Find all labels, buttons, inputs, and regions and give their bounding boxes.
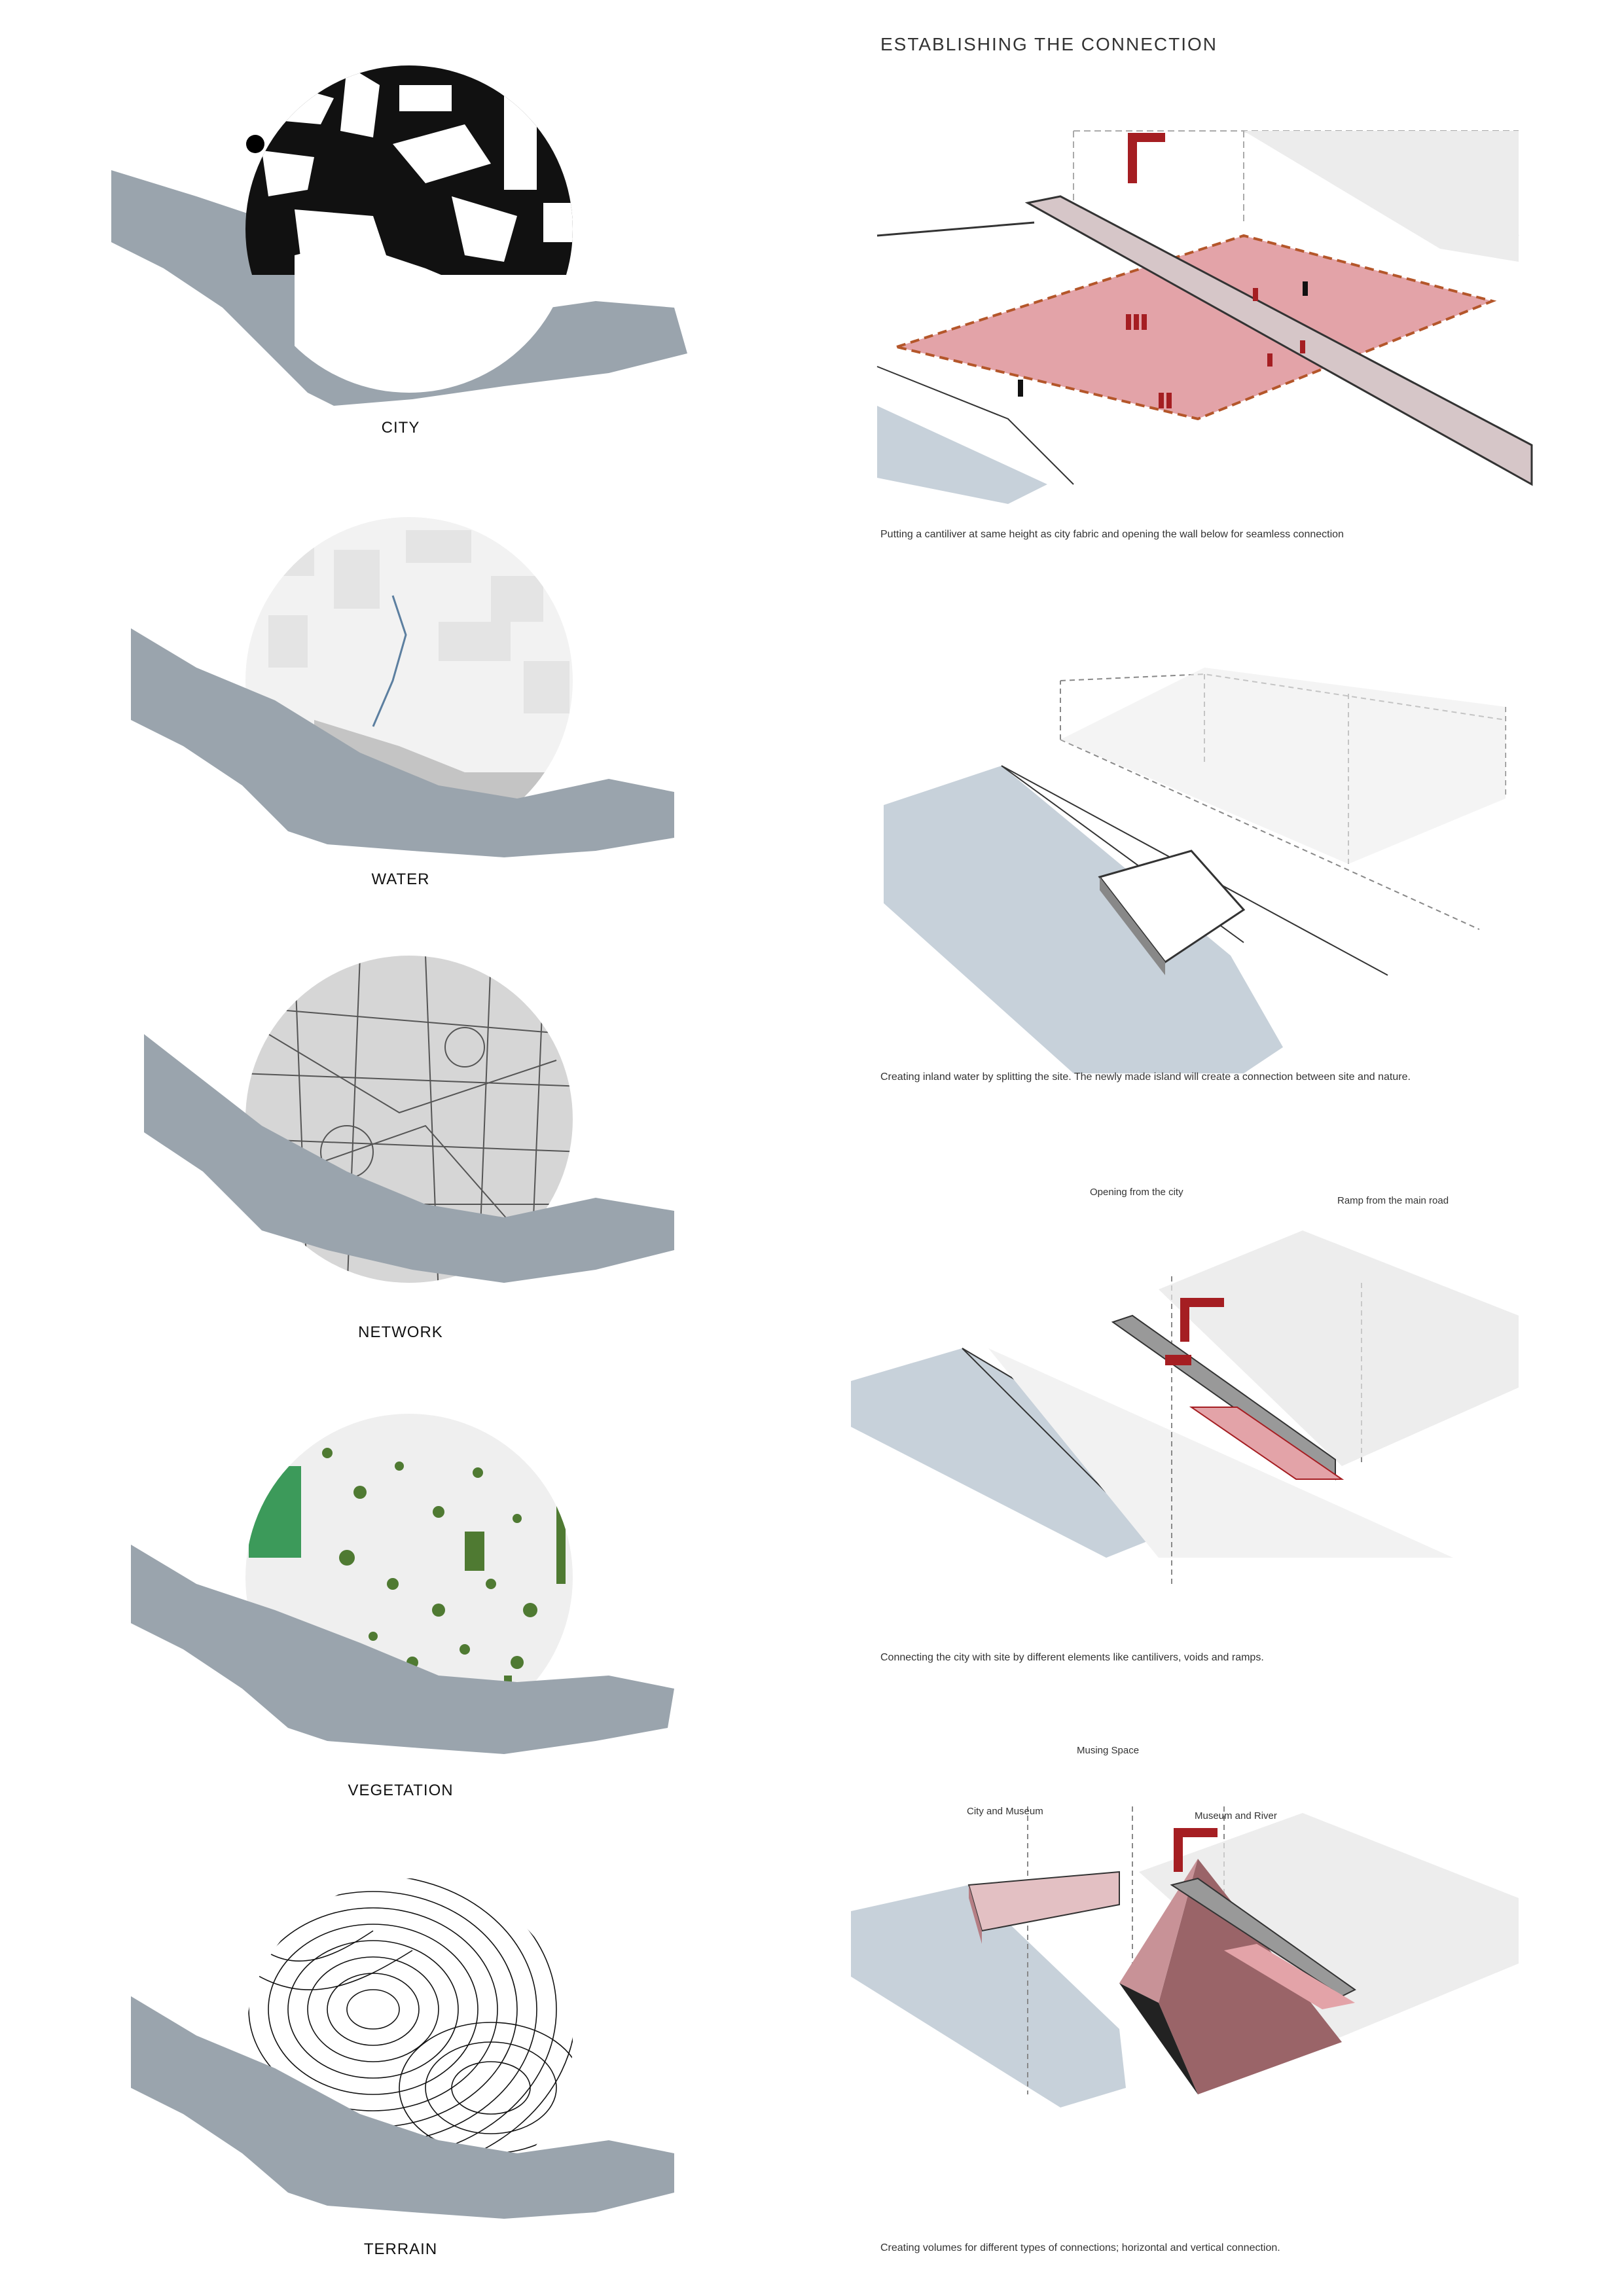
- terrain-map: [131, 1878, 674, 2219]
- caption-4: Creating volumes for different types of …: [880, 2242, 1280, 2253]
- river-shape: [131, 1545, 674, 1754]
- map-label-terrain: TERRAIN: [363, 2240, 438, 2258]
- river-shape: [131, 628, 674, 857]
- annotation-ramp-from-main-road: Ramp from the main road: [1337, 1195, 1449, 1206]
- diagram-inland-water: [884, 668, 1506, 1073]
- ramp: [1224, 1944, 1355, 2009]
- caption-2: Creating inland water by splitting the s…: [880, 1071, 1411, 1083]
- cantilever-beam: [1170, 1877, 1356, 1998]
- river-shape: [144, 1034, 674, 1283]
- water-map: [131, 517, 674, 857]
- caption-3: Connecting the city with site by differe…: [880, 1652, 1264, 1663]
- vegetation-map: [131, 1414, 674, 1754]
- map-label-vegetation: VEGETATION: [348, 1782, 454, 1799]
- map-label-network: NETWORK: [358, 1323, 443, 1341]
- pyramid-volume: [1159, 1859, 1342, 2094]
- diagram-volumes: [851, 1806, 1519, 2108]
- map-label-water: WATER: [371, 870, 430, 888]
- annotation-musing-space: Musing Space: [1077, 1745, 1140, 1756]
- volume-box: [967, 1871, 1120, 1932]
- annotation-museum-and-river: Museum and River: [1195, 1810, 1277, 1821]
- network-map: [144, 956, 674, 1283]
- annotation-city-and-museum: City and Museum: [967, 1806, 1043, 1817]
- diagram-cantilever: [876, 130, 1533, 504]
- river-shape: [131, 1996, 674, 2219]
- diagram-connections: [851, 1230, 1519, 1584]
- plaza-area: [897, 236, 1492, 419]
- city-map: [111, 65, 687, 406]
- dashed-outline: [892, 234, 1497, 421]
- map-label-city: CITY: [381, 419, 420, 437]
- cantilever-beam: [1024, 195, 1533, 486]
- ramp: [1189, 1407, 1344, 1480]
- caption-1: Putting a cantiliver at same height as c…: [880, 529, 1344, 540]
- page-title: ESTABLISHING THE CONNECTION: [880, 34, 1218, 54]
- red-frame: [1128, 133, 1165, 183]
- annotation-opening-from-city: Opening from the city: [1090, 1187, 1183, 1198]
